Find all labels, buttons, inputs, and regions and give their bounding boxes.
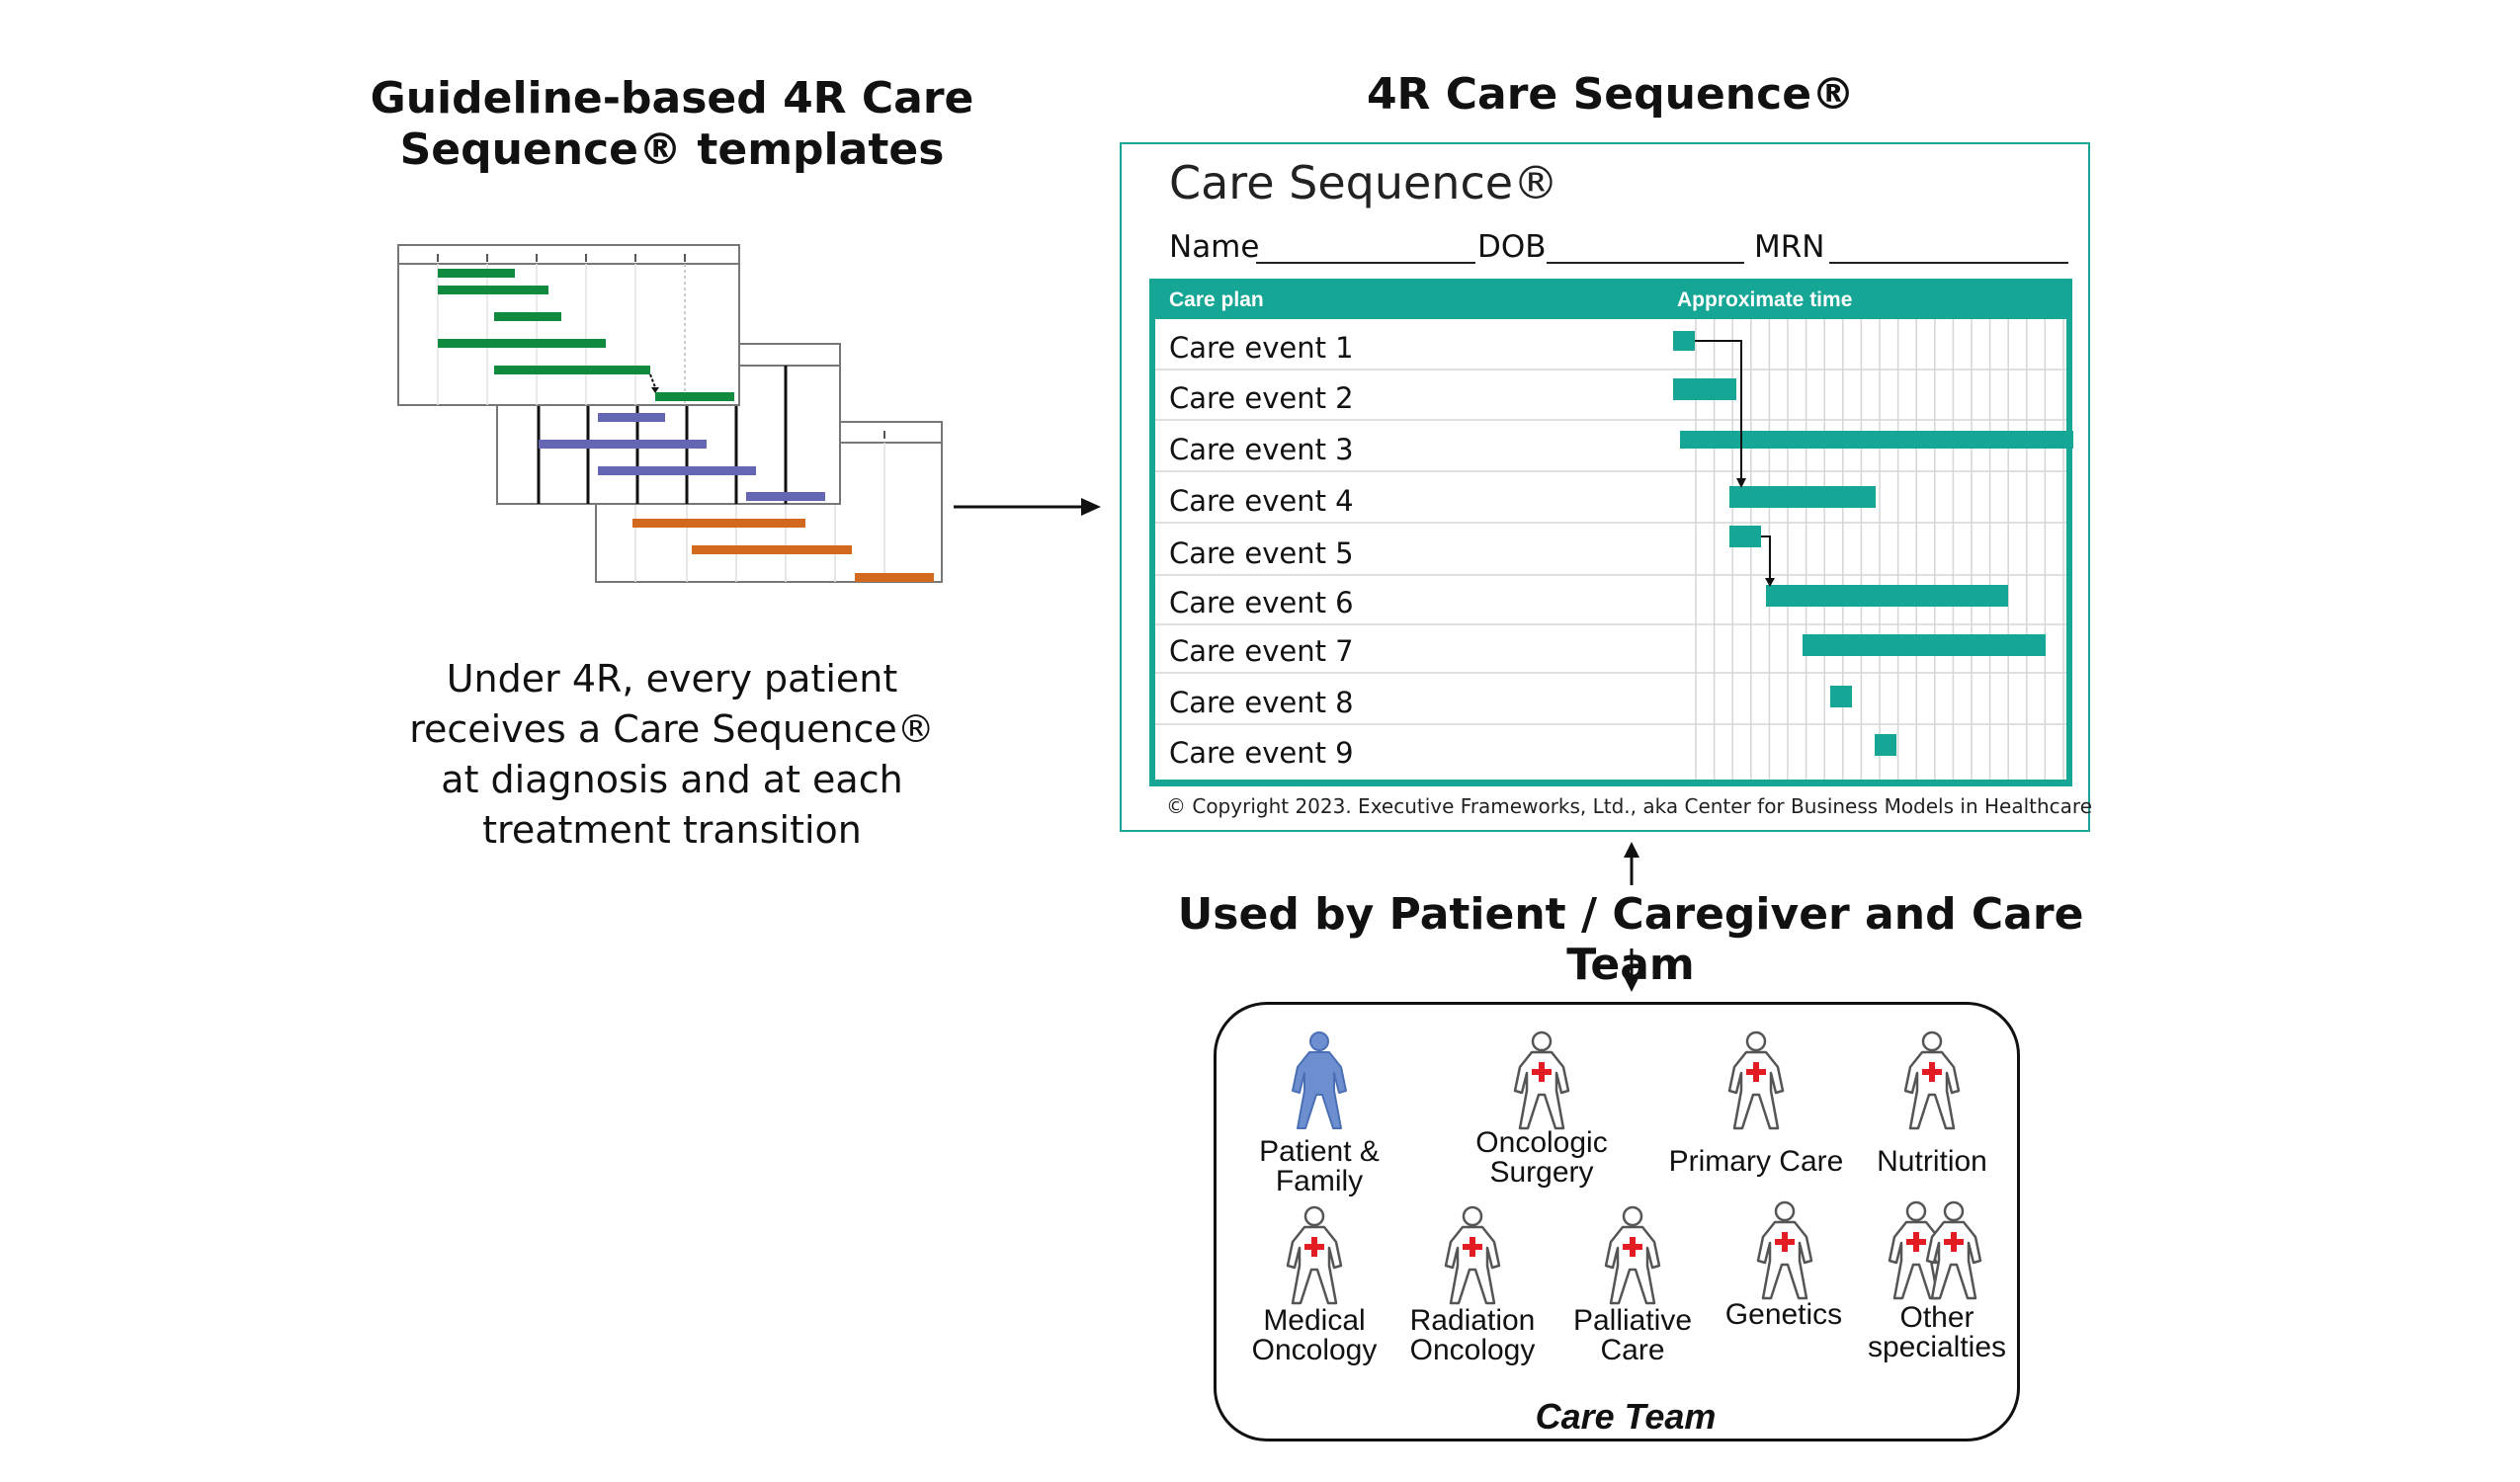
event-bar-6 <box>1766 585 2008 607</box>
event-bar-2 <box>1673 378 1736 400</box>
radiation-oncology-icon <box>1444 1205 1501 1305</box>
dob-field-line <box>1547 262 1744 264</box>
care-event-label: Care event 7 <box>1169 634 1354 668</box>
left-description-line: Under 4R, every patient <box>446 657 898 700</box>
other-specialties-icon <box>1888 1200 1982 1300</box>
down-arrow-icon <box>1624 948 1639 992</box>
care-event-label: Care event 3 <box>1169 433 1354 466</box>
left-title: Guideline-based 4R Care Sequence® templa… <box>356 73 988 176</box>
dependency-arrows <box>1695 340 1775 587</box>
left-title-line1: Guideline-based 4R Care <box>370 73 974 124</box>
event-labels: Care event 1 Care event 2 Care event 3 C… <box>1169 331 1354 770</box>
care-sequence-frame <box>1120 142 2090 832</box>
template-card-green <box>397 244 740 406</box>
care-team-box <box>1214 1002 2020 1441</box>
care-event-label: Care event 5 <box>1169 536 1354 570</box>
templates-stack <box>397 244 943 583</box>
left-title-line2: Sequence® templates <box>399 124 945 175</box>
event-bar-7 <box>1803 634 2046 656</box>
member-label-nutrition: Nutrition <box>1877 1145 1987 1178</box>
care-sequence-title: Care Sequence® <box>1169 156 1559 209</box>
copyright-note: © Copyright 2023. Executive Frameworks, … <box>1166 794 2092 818</box>
primary-care-icon <box>1727 1030 1785 1130</box>
table-header-plan: Care plan <box>1169 288 1264 311</box>
event-bar-1 <box>1673 331 1695 351</box>
care-team-label: Care Team <box>1535 1396 1717 1437</box>
row-lines <box>1155 369 2066 725</box>
used-by-caption: Used by Patient / Caregiver and Care Tea… <box>1177 889 2084 990</box>
event-bars <box>1673 331 2073 756</box>
left-description-line: at diagnosis and at each <box>441 758 903 801</box>
patient-family-icon <box>1292 1031 1347 1129</box>
care-event-label: Care event 6 <box>1169 586 1354 619</box>
care-event-label: Care event 1 <box>1169 331 1354 365</box>
nutrition-icon <box>1903 1030 1961 1130</box>
care-event-label: Care event 8 <box>1169 686 1354 719</box>
mrn-field-line <box>1829 262 2068 264</box>
table-body <box>1155 319 2066 780</box>
event-bar-9 <box>1875 734 1896 756</box>
genetics-icon <box>1756 1200 1813 1300</box>
patient-fields: Name DOB MRN <box>1169 229 2068 271</box>
member-label-oncologic-surgery: Oncologic Surgery <box>1475 1126 1608 1189</box>
event-bar-3 <box>1680 431 2073 449</box>
event-bar-4 <box>1729 486 1876 508</box>
member-label-genetics: Genetics <box>1724 1298 1843 1331</box>
name-field-line <box>1256 262 1475 264</box>
mrn-field-label: MRN <box>1754 229 1825 265</box>
care-plan-table: Care plan Approximate time Care event 1 … <box>1149 279 2073 786</box>
member-label-patient-family: Patient & Family <box>1259 1135 1380 1197</box>
table-header-time: Approximate time <box>1677 288 1852 311</box>
left-description: Under 4R, every patient receives a Care … <box>385 654 959 856</box>
name-field-label: Name <box>1169 229 1260 265</box>
care-event-label: Care event 4 <box>1169 484 1354 518</box>
care-event-label: Care event 2 <box>1169 381 1354 415</box>
event-bar-8 <box>1830 686 1852 707</box>
oncologic-surgery-icon <box>1513 1030 1570 1130</box>
left-description-line: treatment transition <box>482 808 862 852</box>
right-arrow-icon <box>954 498 1101 516</box>
up-arrow-icon <box>1624 842 1639 885</box>
care-event-label: Care event 9 <box>1169 736 1354 770</box>
dob-field-label: DOB <box>1477 229 1547 265</box>
member-label-primary-care: Primary Care <box>1668 1145 1844 1178</box>
left-description-line: receives a Care Sequence® <box>409 707 935 751</box>
member-label-radiation-oncology: Radiation Oncology <box>1409 1304 1536 1366</box>
member-label-other-specialties: Other specialties <box>1867 1301 2007 1363</box>
member-label-palliative-care: Palliative Care <box>1572 1304 1693 1366</box>
medical-oncology-icon <box>1286 1205 1343 1305</box>
palliative-care-icon <box>1604 1205 1661 1305</box>
right-title: 4R Care Sequence® <box>1366 69 1856 120</box>
event-bar-5 <box>1729 526 1761 547</box>
member-label-medical-oncology: Medical Oncology <box>1251 1304 1378 1366</box>
